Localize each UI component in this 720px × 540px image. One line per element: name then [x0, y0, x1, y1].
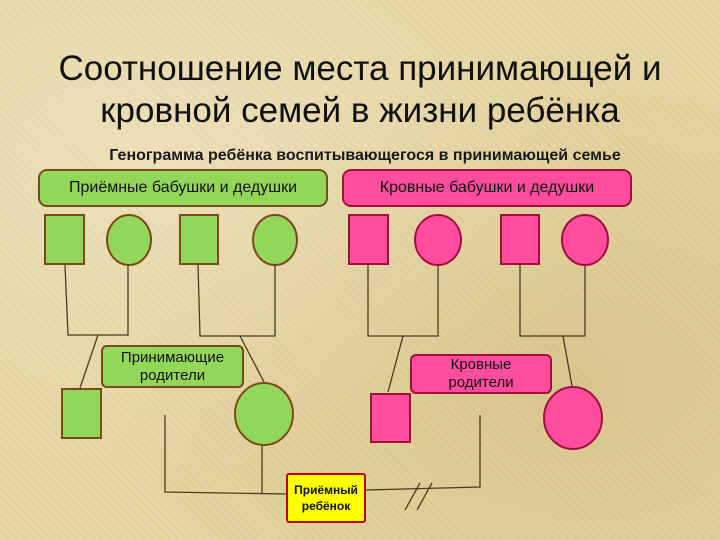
birth-parents-label: Кровные родители	[410, 354, 552, 394]
birth-couple-1-marriage-line	[367, 265, 439, 337]
birth-father-square	[370, 393, 411, 443]
birth-grandmother-2-circle	[561, 214, 609, 266]
adoptive-father-square	[61, 388, 102, 439]
page-title: Соотношение места принимающей и кровной …	[58, 49, 662, 130]
birth-grandmother-1-circle	[414, 214, 462, 266]
connector-lines	[64, 264, 586, 511]
adoptive-descent-line-1	[79, 334, 99, 389]
birth-descent-line-2	[562, 335, 573, 387]
adoptive-parents-label: Принимающие родители	[101, 345, 244, 388]
adopted-child-label: Приёмный ребёнок	[286, 473, 366, 523]
adoptive-grandfather-2-square	[179, 214, 219, 265]
birth-couple-2-marriage-line	[519, 265, 586, 337]
adoptive-grandparents-label: Приёмные бабушки и дедушки	[38, 169, 328, 207]
adoptive-couple-2-marriage-line	[197, 264, 276, 337]
adoptive-grandmother-1-circle	[106, 214, 152, 266]
adoptive-grandmother-2-circle	[252, 214, 298, 266]
adoptive-parents-to-child-line	[164, 415, 289, 495]
birth-grandparents-label: Кровные бабушки и дедушки	[342, 169, 632, 207]
genogram-subtitle: Генограмма ребёнка воспитывающегося в пр…	[109, 147, 621, 164]
birth-descent-line-1	[387, 335, 404, 393]
birth-grandfather-1-square	[348, 214, 389, 265]
adoptive-descent-line-2	[239, 335, 265, 383]
separation-mark-2	[416, 482, 433, 511]
adoptive-mother-circle	[234, 382, 294, 446]
adoptive-grandfather-1-square	[44, 214, 85, 265]
separation-mark-1	[404, 482, 421, 511]
birth-grandfather-2-square	[500, 214, 540, 265]
birth-parents-to-child-line	[365, 415, 481, 491]
adoptive-couple-1-marriage-line	[64, 264, 129, 336]
birth-mother-circle	[543, 386, 603, 450]
